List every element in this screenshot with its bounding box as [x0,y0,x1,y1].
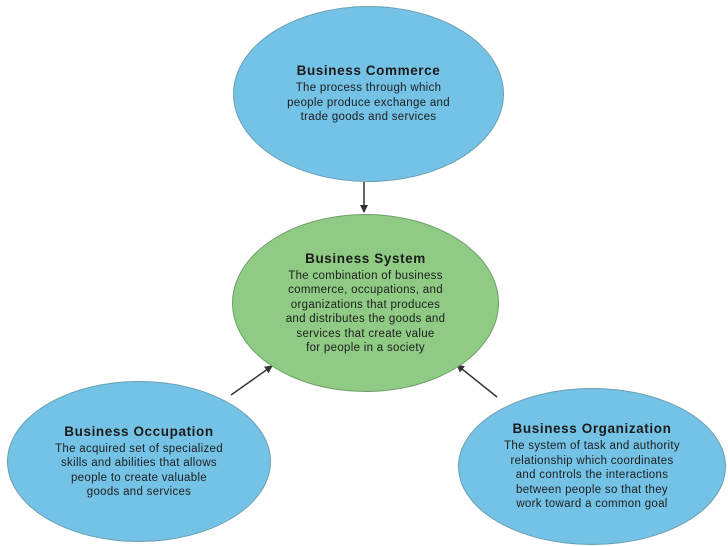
business-commerce-node: Business Commerce The process through wh… [233,6,504,182]
business-organization-node: Business Organization The system of task… [458,388,726,545]
business-system-description: The combination of business commerce, oc… [285,269,446,355]
arrow-organization-to-system [456,364,498,398]
business-occupation-description: The acquired set of specialized skills a… [55,442,223,499]
business-system-node: Business System The combination of busin… [232,214,499,392]
business-occupation-title: Business Occupation [64,423,214,439]
business-system-title: Business System [305,250,426,266]
business-organization-title: Business Organization [512,421,672,437]
arrow-occupation-to-system [230,365,273,396]
business-commerce-description: The process through which people produce… [287,82,450,124]
business-organization-description: The system of task and authority relatio… [504,440,680,511]
business-occupation-node: Business Occupation The acquired set of … [7,381,271,542]
business-commerce-title: Business Commerce [296,63,441,79]
